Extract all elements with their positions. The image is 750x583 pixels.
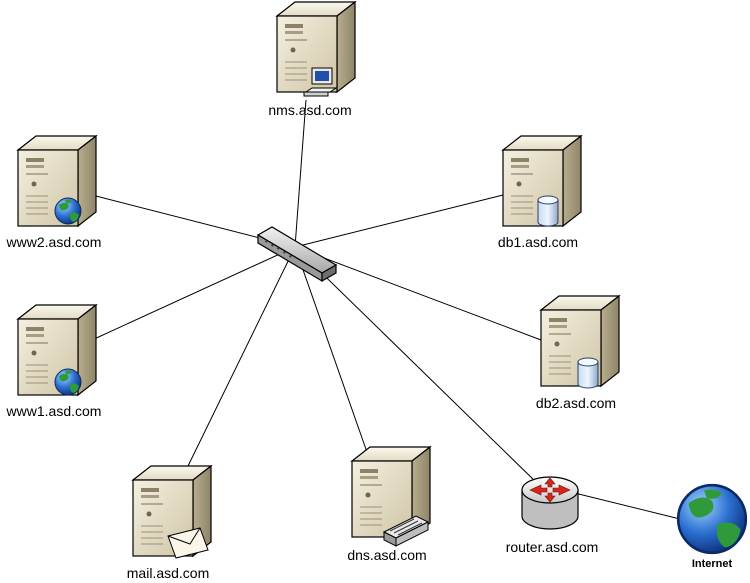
node-internet[interactable]: Internet	[676, 483, 748, 570]
node-router[interactable]: router.asd.com	[506, 476, 599, 555]
node-www2[interactable]: www2.asd.com	[6, 135, 102, 250]
database-icon	[537, 195, 559, 227]
link-switch-db2	[294, 246, 542, 341]
link-switch-db1	[294, 194, 504, 248]
node-label: Internet	[692, 558, 733, 570]
node-nms[interactable]: nms.asd.com	[268, 1, 356, 118]
node-label: dns.asd.com	[347, 547, 426, 563]
link-switch-dns	[294, 246, 369, 456]
database-icon	[577, 357, 599, 389]
node-label: db2.asd.com	[536, 395, 616, 411]
nodes-layer: nms.asd.com www2.asd.com db1.asd.com www…	[6, 1, 748, 581]
node-label: www2.asd.com	[6, 234, 102, 250]
node-label: mail.asd.com	[127, 565, 209, 581]
switch-icon[interactable]	[256, 226, 338, 283]
node-label: db1.asd.com	[498, 234, 578, 250]
node-label: router.asd.com	[506, 539, 599, 555]
node-label: www1.asd.com	[6, 403, 102, 419]
globe-icon	[54, 368, 82, 396]
envelope-icon	[167, 527, 209, 559]
printer-icon	[382, 515, 430, 547]
link-switch-www1	[91, 246, 296, 341]
globe-icon	[676, 483, 748, 555]
node-dns[interactable]: dns.asd.com	[347, 446, 431, 563]
link-switch-router	[294, 246, 539, 485]
node-db1[interactable]: db1.asd.com	[498, 135, 582, 250]
link-switch-mail	[187, 246, 296, 467]
node-www1[interactable]: www1.asd.com	[6, 304, 102, 419]
link-switch-nms	[294, 99, 307, 248]
node-label: nms.asd.com	[268, 102, 351, 118]
workstation-icon	[303, 67, 338, 97]
node-db2[interactable]: db2.asd.com	[536, 295, 620, 411]
router-icon	[521, 476, 579, 530]
globe-icon	[54, 197, 82, 225]
node-mail[interactable]: mail.asd.com	[127, 465, 212, 581]
